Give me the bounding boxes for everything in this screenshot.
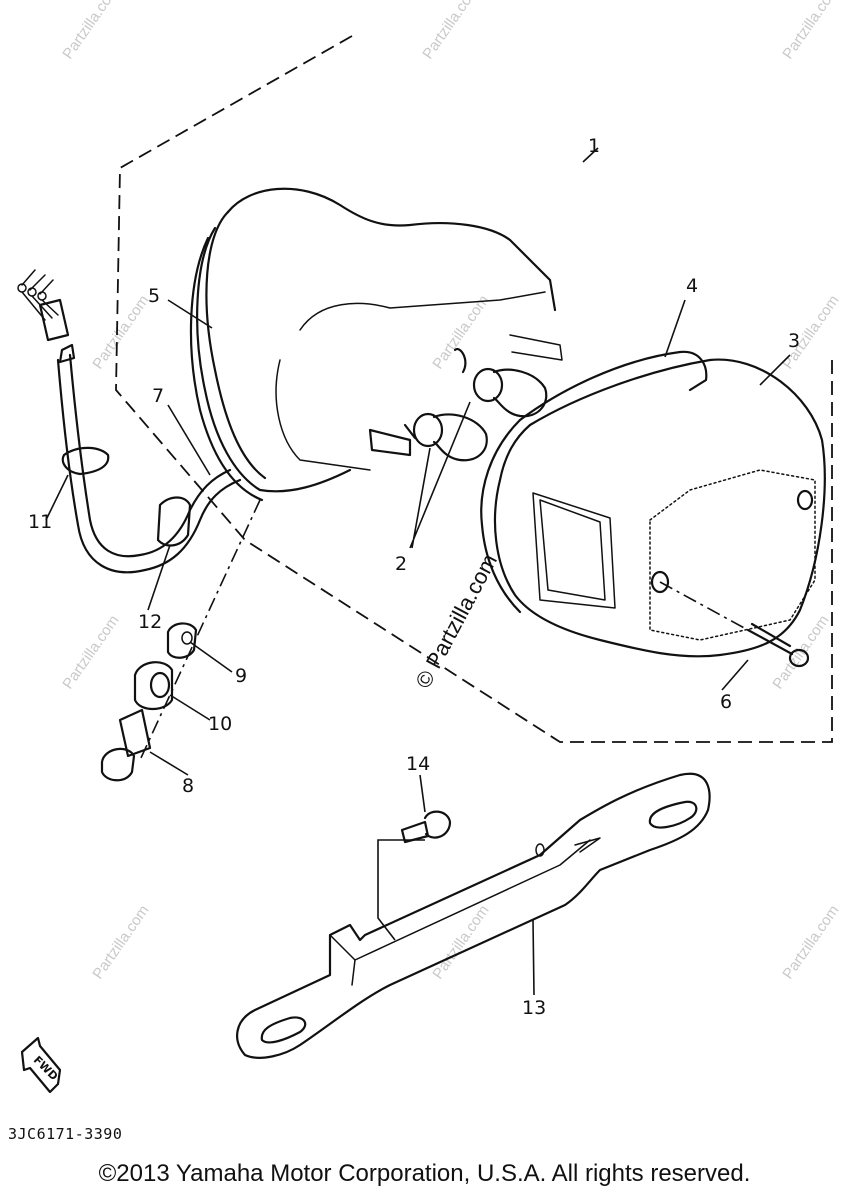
bulb-pair bbox=[412, 347, 548, 462]
callout-10: 10 bbox=[208, 713, 232, 735]
callout-1: 1 bbox=[588, 135, 600, 157]
leader-lines bbox=[45, 147, 791, 996]
wire-harness bbox=[17, 269, 242, 574]
callout-7: 7 bbox=[152, 385, 164, 407]
lens-gasket bbox=[518, 350, 708, 422]
copyright-notice: ©2013 Yamaha Motor Corporation, U.S.A. A… bbox=[98, 1160, 751, 1187]
assembly-boundary bbox=[115, 35, 833, 743]
mounting-bolt bbox=[100, 708, 152, 782]
watermark-text: Partzilla.com bbox=[59, 0, 122, 62]
fwd-arrow-icon: FWD bbox=[20, 1036, 62, 1094]
tail-light-housing bbox=[189, 187, 563, 502]
callout-9: 9 bbox=[235, 665, 247, 687]
watermark-text: Partzilla.com bbox=[59, 612, 122, 692]
watermark-text: Partzilla.com bbox=[769, 612, 832, 692]
watermark-text: Partzilla.com bbox=[779, 0, 842, 62]
callout-5: 5 bbox=[148, 285, 160, 307]
watermark-text: Partzilla.com bbox=[89, 902, 152, 982]
watermark-text: Partzilla.com bbox=[419, 0, 482, 62]
callout-4: 4 bbox=[686, 275, 698, 297]
tail-light-lens bbox=[493, 358, 826, 658]
license-bracket bbox=[236, 772, 711, 1059]
callout-6: 6 bbox=[720, 691, 732, 713]
diagram-code: 3JC6171-3390 bbox=[8, 1125, 123, 1143]
watermark-text: Partzilla.com bbox=[779, 902, 842, 982]
callout-12: 12 bbox=[138, 611, 162, 633]
watermark-group: Partzilla.com Partzilla.com Partzilla.co… bbox=[59, 0, 842, 982]
mounting-collar bbox=[133, 661, 174, 711]
callout-3: 3 bbox=[788, 330, 800, 352]
callout-labels: 1 2 3 4 5 6 7 8 9 10 11 12 13 14 bbox=[28, 135, 800, 1019]
mounting-grommet bbox=[166, 622, 198, 659]
fwd-arrow-label: FWD bbox=[31, 1054, 61, 1084]
callout-13: 13 bbox=[522, 997, 546, 1019]
mounting-axis bbox=[139, 499, 261, 761]
callout-8: 8 bbox=[182, 775, 194, 797]
callout-11: 11 bbox=[28, 511, 52, 533]
bracket-screw bbox=[377, 810, 452, 941]
lens-screw bbox=[659, 581, 810, 668]
callout-14: 14 bbox=[406, 753, 430, 775]
watermark-text: Partzilla.com bbox=[89, 292, 152, 372]
center-watermark: © Partzilla.com bbox=[410, 550, 502, 693]
callout-2: 2 bbox=[395, 553, 407, 575]
